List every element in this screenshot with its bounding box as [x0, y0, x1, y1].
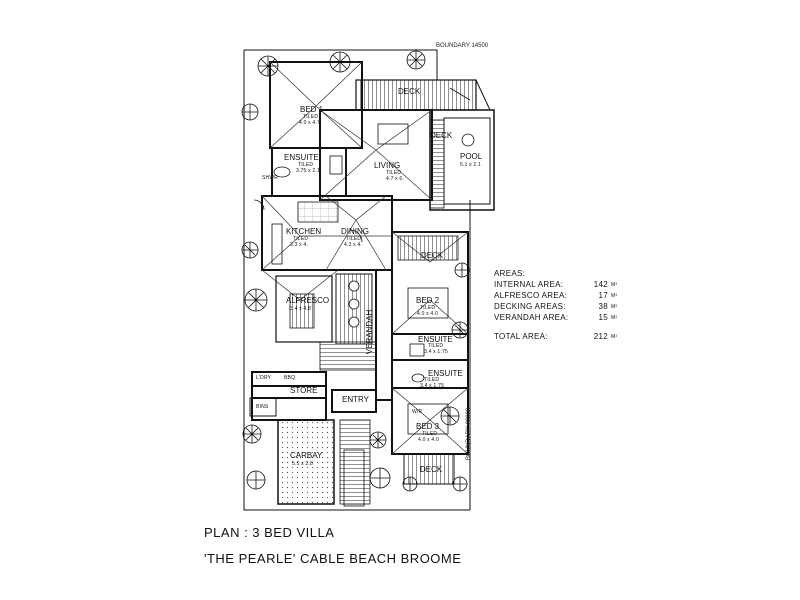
- label-shwr: SHWR: [262, 175, 279, 181]
- boundary-right-label: BOUNDARY 28000: [466, 407, 472, 460]
- pool-deck-area: [355, 79, 495, 211]
- label-ensuite2-size: 3.4 x 1.75: [424, 349, 448, 355]
- label-alfresco-size: 3.4 x 4.8: [290, 306, 311, 312]
- tree-symbols: [241, 50, 475, 492]
- entry-path: [343, 449, 365, 507]
- label-bed2: BED 2: [416, 296, 440, 305]
- boundary-top-label: BOUNDARY 14500: [436, 43, 489, 49]
- label-ensuite1-size: 3.75 x 2.1: [296, 168, 320, 174]
- label-pool-size: 5.1 x 2.1: [460, 162, 481, 168]
- label-ensuite2-finish: TILED: [428, 343, 444, 349]
- label-verandah: VERANDAH: [365, 309, 375, 355]
- bottom-deck: [397, 235, 459, 485]
- label-deck-bottom: DECK: [420, 465, 443, 474]
- areas-title: AREAS:: [494, 269, 526, 278]
- label-bed1-size: 4.0 x 4.7: [299, 120, 320, 126]
- label-dining-size: 4.2 x 4.: [344, 242, 362, 248]
- label-bed2-finish: TILED: [420, 305, 436, 311]
- label-ensuite3-finish: TILED: [424, 377, 440, 383]
- label-wir: W/R: [412, 409, 423, 415]
- plan-subtitle: 'THE PEARLE' CABLE BEACH BROOME: [204, 551, 462, 566]
- label-deck-side: DECK: [430, 131, 453, 140]
- label-bins: BINS: [256, 404, 269, 410]
- label-bed2-size: 4.0 x 4.0: [417, 311, 438, 317]
- label-ensuite2: ENSUITE: [418, 335, 453, 344]
- fixtures: [253, 123, 449, 435]
- label-deck-top: DECK: [398, 87, 421, 96]
- site-boundary: [243, 49, 471, 511]
- label-ensuite1-finish: TILED: [298, 162, 314, 168]
- label-ensuite1: ENSUITE: [284, 153, 319, 162]
- label-carbay: CARBAY: [290, 451, 323, 460]
- label-carbay-size: 5.5 x 2.8: [292, 461, 313, 467]
- label-pool: POOL: [460, 152, 483, 161]
- label-kitchen: KITCHEN: [286, 227, 322, 236]
- label-dining: DINING: [341, 227, 369, 236]
- label-bed3-size: 4.0 x 4.0: [418, 437, 439, 443]
- label-dining-finish: TILED: [346, 236, 362, 242]
- label-alfresco: ALFRESCO: [286, 296, 330, 305]
- label-ensuite3: ENSUITE: [428, 369, 463, 378]
- label-kitchen-size: 3.3 x 4.: [290, 242, 308, 248]
- label-living: LIVING: [374, 161, 401, 170]
- label-bed3-finish: TILED: [422, 431, 438, 437]
- label-ldry: L'DRY: [256, 375, 272, 381]
- plan-title: PLAN : 3 BED VILLA: [204, 525, 335, 540]
- label-living-size: 4.7 x 6.: [386, 176, 404, 182]
- label-entry: ENTRY: [342, 395, 369, 404]
- alfresco-area: [275, 273, 377, 371]
- label-bed1: BED 1: [300, 105, 324, 114]
- label-bbq: BBQ: [284, 375, 296, 381]
- label-living-finish: TILED: [386, 170, 402, 176]
- label-kitchen-finish: TILED: [293, 236, 309, 242]
- label-bed3: BED 3: [416, 422, 440, 431]
- label-bed1-finish: TILED: [303, 114, 319, 120]
- label-store: STORE: [290, 386, 318, 395]
- label-ensuite3-size: 3.4 x 1.75: [420, 383, 444, 389]
- label-deck-mid: DECK: [421, 251, 444, 260]
